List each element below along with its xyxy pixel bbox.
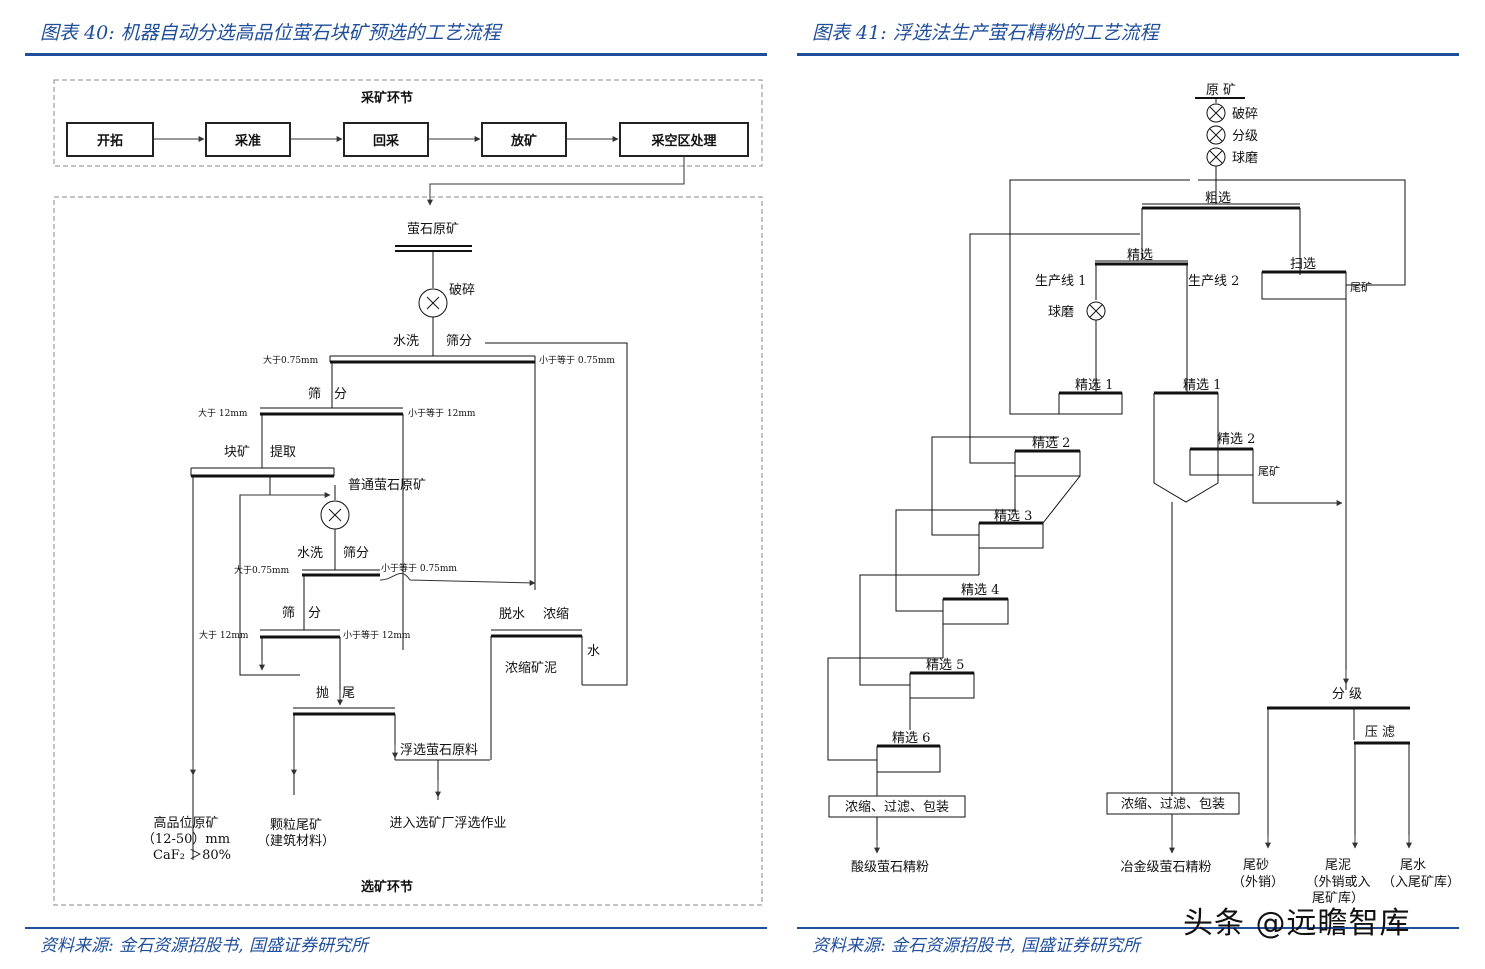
extract-label: 提取 — [270, 444, 296, 460]
crush-label: 破碎 — [1232, 107, 1258, 122]
grind-label: 球磨 — [1048, 305, 1074, 320]
lump-label: 块矿 — [224, 445, 250, 460]
selection-section-label: 选矿环节 — [361, 879, 413, 895]
thicken-label: 浓缩 — [543, 606, 569, 622]
grading-label: 分 级 — [1332, 687, 1362, 702]
cleaner-label: 精选 2 — [1032, 436, 1070, 451]
screen-label: 筛 分 — [282, 606, 321, 621]
mining-step: 采准 — [234, 133, 261, 149]
output-label: 尾泥 — [1325, 858, 1351, 873]
cleaner-label: 精选 4 — [961, 583, 999, 598]
raw-ore-label: 萤石原矿 — [407, 222, 459, 237]
left-source-rule — [25, 927, 767, 929]
cleaner-label: 精选 5 — [926, 658, 964, 673]
screen-label: 筛 分 — [308, 387, 347, 402]
mining-step: 采空区处理 — [650, 133, 716, 149]
left-arrows — [190, 492, 536, 798]
cleaner-label: 精选 2 — [1217, 432, 1255, 447]
water-label: 水 — [587, 644, 600, 659]
wash-label: 水洗 — [297, 546, 323, 561]
discard-label: 抛 尾 — [316, 686, 355, 701]
right-arrows — [874, 500, 1412, 854]
mining-step: 开拓 — [97, 133, 123, 149]
right-flow-lines — [827, 97, 1410, 852]
mining-section-label: 采矿环节 — [360, 90, 413, 106]
size-label: 小于等于 12mm — [343, 629, 411, 641]
size-label: 大于0.75mm — [234, 564, 290, 576]
output-label: 颗粒尾矿 — [270, 818, 322, 833]
thick-slime-label: 浓缩矿泥 — [505, 660, 557, 676]
mining-arrows — [153, 136, 685, 206]
product-label: 酸级萤石精粉 — [851, 860, 929, 875]
cleaner-label: 精选 1 — [1075, 378, 1113, 393]
selection-section-frame — [53, 196, 763, 906]
mining-section — [53, 79, 763, 167]
size-label: 大于0.75mm — [263, 354, 319, 366]
tail-label: 尾矿 — [1350, 281, 1372, 294]
left-source: 资料来源: 金石资源招股书, 国盛证券研究所 — [40, 936, 368, 956]
tail-label: 尾矿 — [1258, 465, 1280, 478]
pack-label: 浓缩、过滤、包装 — [1121, 796, 1225, 812]
output-label: 进入选矿厂浮选作业 — [389, 816, 506, 831]
selection-label-bg — [356, 876, 418, 896]
size-label: 小于等于 12mm — [408, 407, 476, 419]
line-label: 生产线 2 — [1188, 274, 1239, 289]
screen-label: 筛分 — [343, 546, 369, 561]
size-label: 小于等于 0.75mm — [539, 354, 615, 366]
size-label: 小于等于 0.75mm — [381, 562, 457, 574]
scavenge-label: 扫选 — [1290, 257, 1316, 272]
output-label: （12-50）mm — [142, 832, 230, 847]
normal-ore-label: 普通萤石原矿 — [348, 478, 426, 493]
cleaner-label: 精选 1 — [1183, 378, 1221, 393]
grind-label: 球磨 — [1232, 151, 1258, 166]
left-flow-lines — [190, 245, 628, 860]
output-label: （外销） — [1232, 875, 1284, 890]
press-filter-label: 压 滤 — [1365, 725, 1395, 740]
right-title-rule — [797, 53, 1459, 56]
output-label: 尾矿库） — [1312, 890, 1364, 906]
left-title-rule — [25, 53, 767, 56]
right-source: 资料来源: 金石资源招股书, 国盛证券研究所 — [812, 936, 1140, 956]
flotation-raw-label: 浮选萤石原料 — [400, 743, 478, 758]
wash-label: 水洗 — [393, 334, 419, 349]
classify-label: 分级 — [1232, 129, 1258, 144]
output-label: （建筑材料） — [257, 833, 335, 849]
raw-ore-label: 原 矿 — [1206, 83, 1236, 98]
size-label: 大于 12mm — [198, 407, 248, 419]
crush-label: 破碎 — [449, 283, 475, 298]
cleaner-label: 精选 3 — [994, 509, 1032, 524]
product-label: 冶金级萤石精粉 — [1120, 859, 1211, 875]
mining-step: 放矿 — [510, 133, 537, 149]
dewater-label: 脱水 — [499, 607, 525, 622]
screen-label: 筛分 — [446, 334, 472, 349]
right-panel-title: 图表 41: 浮选法生产萤石精粉的工艺流程 — [812, 22, 1159, 44]
size-label: 大于 12mm — [199, 629, 249, 641]
watermark: 头条 @远瞻智库 — [1183, 906, 1411, 941]
right-source-rule — [797, 927, 1459, 929]
output-label: （外销或入 — [1305, 875, 1370, 890]
rough-label: 粗选 — [1205, 191, 1231, 206]
output-label: 尾砂 — [1243, 858, 1269, 873]
mining-label-bg — [356, 87, 418, 107]
left-panel-title: 图表 40: 机器自动分选高品位萤石块矿预选的工艺流程 — [40, 22, 501, 44]
output-label: 高品位原矿 — [153, 815, 218, 831]
line-label: 生产线 1 — [1035, 274, 1086, 289]
output-label: CaF₂ ＞80% — [153, 848, 231, 863]
cleaner-label: 精选 6 — [892, 731, 930, 746]
output-label: 尾水 — [1400, 858, 1426, 873]
clean-label: 精选 — [1127, 248, 1153, 263]
pack-label: 浓缩、过滤、包装 — [845, 799, 949, 815]
output-label: （入尾矿库） — [1382, 874, 1460, 890]
mining-step: 回采 — [373, 133, 400, 149]
